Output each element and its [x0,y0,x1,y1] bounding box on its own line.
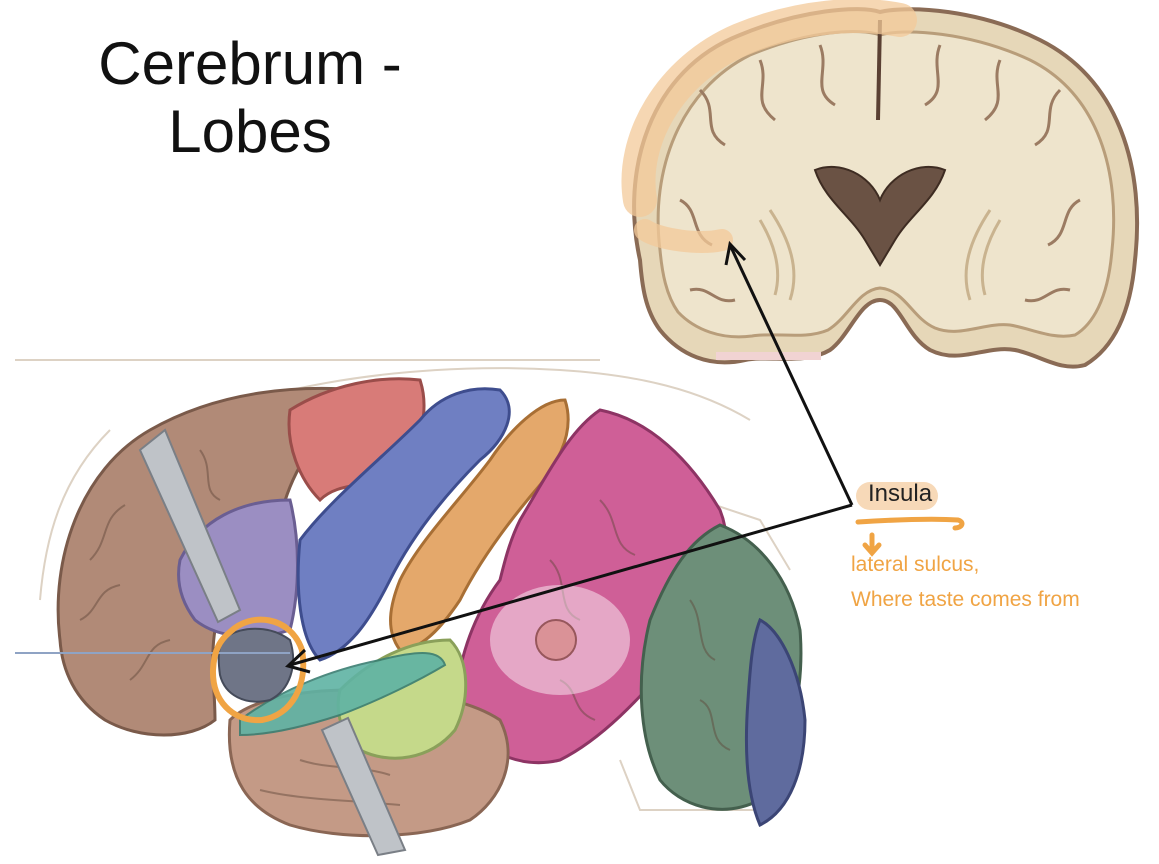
arrow-head-lateral [285,648,311,674]
insula-underline [855,516,965,531]
lateral-ventricles [813,165,947,267]
annotation-note-2: Where taste comes from [851,588,1080,611]
coronal-label-strip [716,352,821,360]
coronal-gyri-folds [679,44,1081,303]
occipital-pole [744,617,807,828]
coronal-highlight-stroke-2 [634,219,733,253]
insula-label: Insula [856,480,938,510]
basal-nuclei [758,209,1002,301]
guide-lines [15,359,791,811]
annotation-note-1: lateral sulcus, [851,553,980,576]
title-line-2: Lobes [168,98,332,165]
precentral-gyrus [296,387,511,662]
marker-dot [535,619,577,661]
down-arrow-annotation [862,532,882,557]
slide-title: Cerebrum - Lobes [30,30,470,166]
title-line-1: Cerebrum - [98,30,402,97]
insula-region [217,627,295,703]
retractor-lower [320,716,407,857]
retractor-upper [138,428,242,624]
insula-label-text: Insula [868,480,933,507]
arrow-line-to-coronal [728,244,854,506]
arrow-line-to-lateral [289,503,853,667]
arrow-head-coronal [724,240,747,266]
coronal-highlight-stroke [621,0,917,217]
insula-circle-annotation [209,616,307,724]
auditory-strip [239,652,447,737]
longitudinal-fissure [876,19,882,121]
